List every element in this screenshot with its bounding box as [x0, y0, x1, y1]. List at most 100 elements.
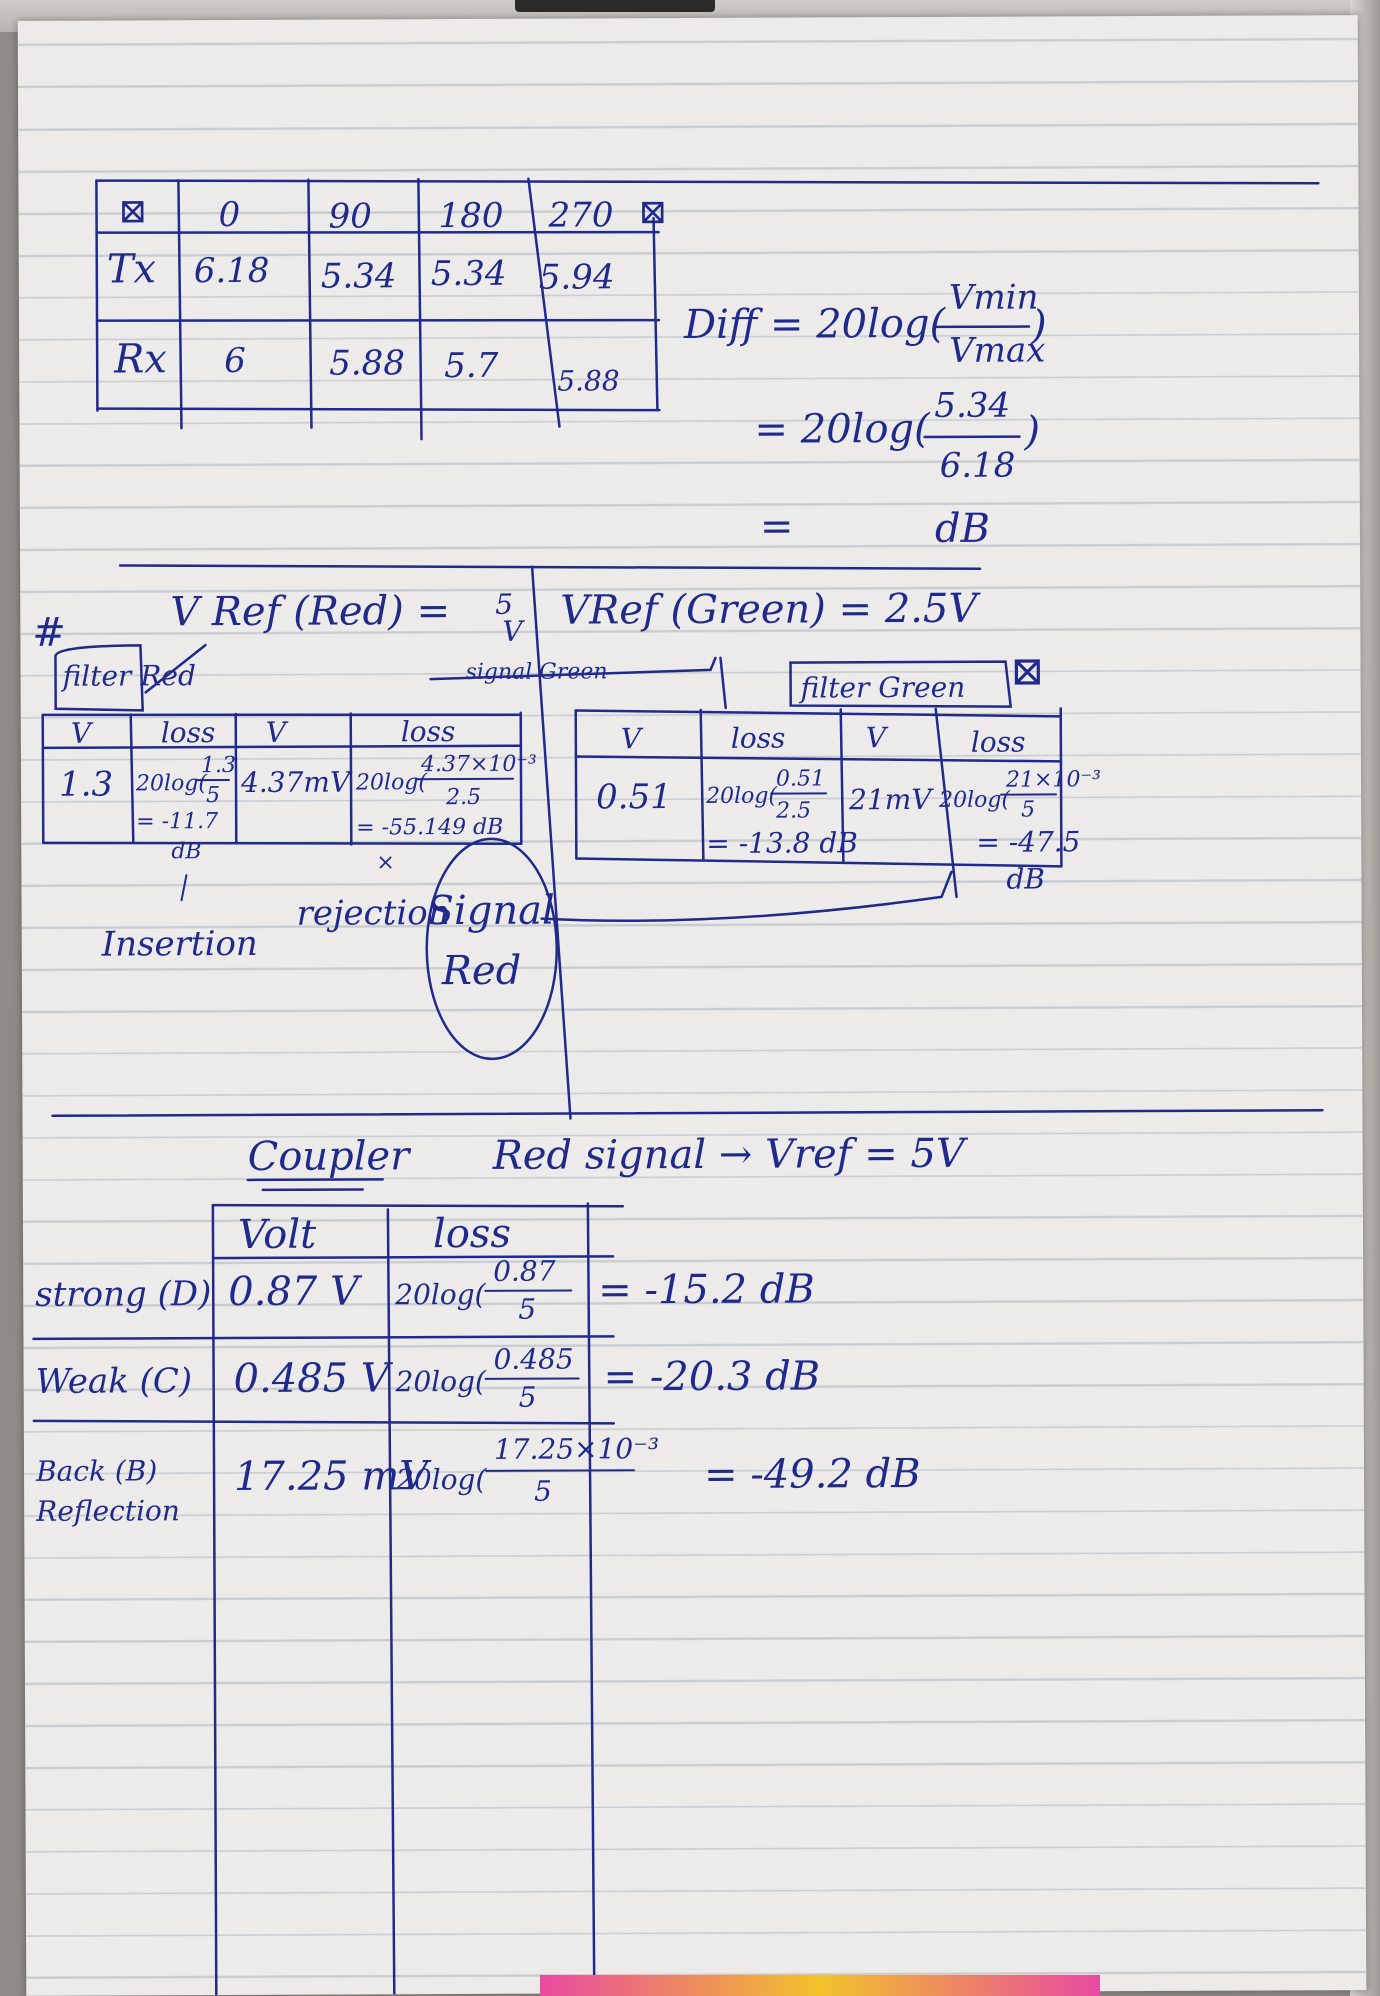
red-loss1-num: 1.3 [201, 753, 236, 778]
hash-mark-right: ⊠ [1010, 648, 1044, 694]
table-corner-mark: ⊠ [118, 191, 147, 231]
green-header: loss [971, 726, 1026, 759]
coupler-result: = -15.2 dB [598, 1266, 815, 1313]
diff-lhs: Diff = 20log( [683, 301, 947, 348]
red-header: V [266, 716, 289, 749]
coupler-volt: 0.485 V [234, 1355, 394, 1402]
coupler-volt: 17.25 mV [234, 1453, 432, 1500]
diff-step2-num: 5.34 [934, 386, 1010, 426]
rx-value: 6 [224, 341, 246, 381]
red-header: loss [401, 715, 456, 748]
red-header: V [71, 717, 94, 750]
red-v1: 1.3 [59, 765, 113, 805]
coupler-loss-den: 5 [534, 1475, 552, 1508]
red-loss1-unit: dB [171, 839, 201, 864]
section-divider [118, 564, 982, 570]
hash-mark-left: # [32, 610, 66, 656]
red-loss1-result: = -11.7 [136, 809, 218, 834]
rx-value: 5.7 [444, 346, 499, 386]
phase-header: 270 [547, 195, 613, 235]
tx-value: 5.34 [321, 256, 397, 296]
signal-red-label: Red [441, 948, 522, 994]
tx-value: 5.34 [431, 254, 507, 294]
desk-object [515, 0, 715, 12]
green-loss2-result: = -47.5 [976, 825, 1080, 858]
diff-step2-den: 6.18 [940, 446, 1016, 486]
section-divider [51, 1109, 1324, 1118]
red-loss2-result: = -55.149 dB [356, 815, 503, 841]
coupler-signal-note: Red signal → Vref = 5V [492, 1131, 969, 1179]
handwriting-layer: ⊠ ⊠ 0 90 180 270 Tx 6.18 5.34 5.34 5.94 … [32, 177, 1324, 1996]
coupler-loss-prefix: 20log( [394, 1278, 487, 1311]
green-header: V [621, 722, 644, 755]
coupler-loss-num: 0.485 [493, 1343, 573, 1376]
coupler-header-volt: Volt [238, 1212, 317, 1258]
green-header: V [866, 721, 889, 754]
diff-formula: Diff = 20log( Vmin Vmax ) = 20log( 5.34 … [683, 277, 1047, 552]
rx-value: 5.88 [329, 343, 405, 383]
vref-red-value: 5 [495, 588, 513, 621]
coupler-row-label: strong (D) [35, 1274, 211, 1315]
rejection-arrow: × [376, 850, 395, 875]
signal-red-label: Signal [426, 888, 554, 935]
desk-item-bottom [540, 1975, 1100, 1996]
tx-value: 5.94 [539, 257, 615, 297]
red-header: loss [161, 716, 216, 749]
rejection-label: rejection [297, 893, 450, 934]
diff-rparen: ) [1030, 302, 1047, 348]
coupler-loss-den: 5 [519, 1381, 537, 1414]
row-label-rx: Rx [113, 336, 167, 382]
green-loss2-prefix: 20log( [938, 788, 1010, 813]
red-loss1-den: 5 [206, 783, 220, 808]
diff-step3-unit: dB [935, 506, 990, 552]
green-loss1-prefix: 20log( [705, 784, 777, 809]
vertical-divider [530, 565, 572, 1120]
diff-numerator: Vmin [949, 277, 1039, 317]
coupler-row-label: Weak (C) [36, 1361, 193, 1402]
coupler-row-label: Reflection [35, 1494, 180, 1528]
diff-step3-eq: = [760, 504, 794, 550]
vref-red-unit: V [502, 615, 525, 648]
table-corner-mark-right: ⊠ [638, 192, 667, 232]
phase-header: 90 [328, 196, 371, 236]
coupler-loss-prefix: 20log( [395, 1463, 488, 1496]
filter-green-label: filter Green [799, 671, 966, 705]
green-loss2-den: 5 [1021, 798, 1035, 823]
vref-red: V Ref (Red) = [170, 588, 450, 635]
coupler-loss-den: 5 [518, 1293, 536, 1326]
red-loss1-prefix: 20log( [135, 771, 207, 796]
red-loss2-den: 2.5 [445, 785, 481, 810]
green-loss2-unit: dB [1006, 862, 1045, 895]
notebook-page: ⊠ ⊠ 0 90 180 270 Tx 6.18 5.34 5.34 5.94 … [17, 15, 1367, 1996]
red-loss2-prefix: 20log( [355, 770, 427, 795]
coupler-loss-num: 0.87 [493, 1255, 556, 1288]
phase-header: 180 [438, 196, 503, 236]
insertion-label: Insertion [101, 924, 258, 965]
green-loss2-num: 21×10⁻³ [1005, 767, 1101, 792]
red-filter-table: V loss V loss 1.3 20log( 1.3 5 = -11.7 d… [41, 711, 953, 1061]
coupler-title: Coupler [248, 1133, 413, 1180]
green-header: loss [731, 722, 786, 755]
tx-value: 6.18 [194, 251, 270, 291]
coupler-volt: 0.87 V [228, 1268, 363, 1315]
signal-green-note: signal Green [465, 659, 607, 685]
coupler-row-label: Back (B) [35, 1454, 157, 1488]
red-loss2-num: 4.37×10⁻³ [420, 752, 537, 778]
green-filter-table: V loss V loss 0.51 20log( 0.51 2.5 = -13… [574, 707, 1101, 899]
coupler-result: = -20.3 dB [604, 1353, 821, 1400]
filter-red-label: filter Red [60, 659, 195, 693]
row-label-tx: Tx [107, 246, 156, 292]
diff-step2-rparen: ) [1023, 408, 1040, 454]
diff-denominator: Vmax [949, 330, 1045, 370]
coupler-result: = -49.2 dB [704, 1451, 921, 1498]
red-v2: 4.37mV [240, 765, 353, 798]
coupler-header-loss: loss [433, 1211, 511, 1257]
diff-step2: = 20log( [754, 406, 931, 453]
filter-headers: V Ref (Red) = 5 V VRef (Green) = 2.5V # … [32, 586, 1044, 712]
phase-table: ⊠ ⊠ 0 90 180 270 Tx 6.18 5.34 5.34 5.94 … [95, 177, 1320, 441]
rx-value: 5.88 [557, 364, 619, 397]
green-v1: 0.51 [596, 777, 672, 817]
coupler-section: Coupler Red signal → Vref = 5V Volt loss… [32, 1131, 969, 1996]
vref-green: VRef (Green) = 2.5V [560, 586, 981, 634]
green-loss1-num: 0.51 [776, 766, 825, 791]
